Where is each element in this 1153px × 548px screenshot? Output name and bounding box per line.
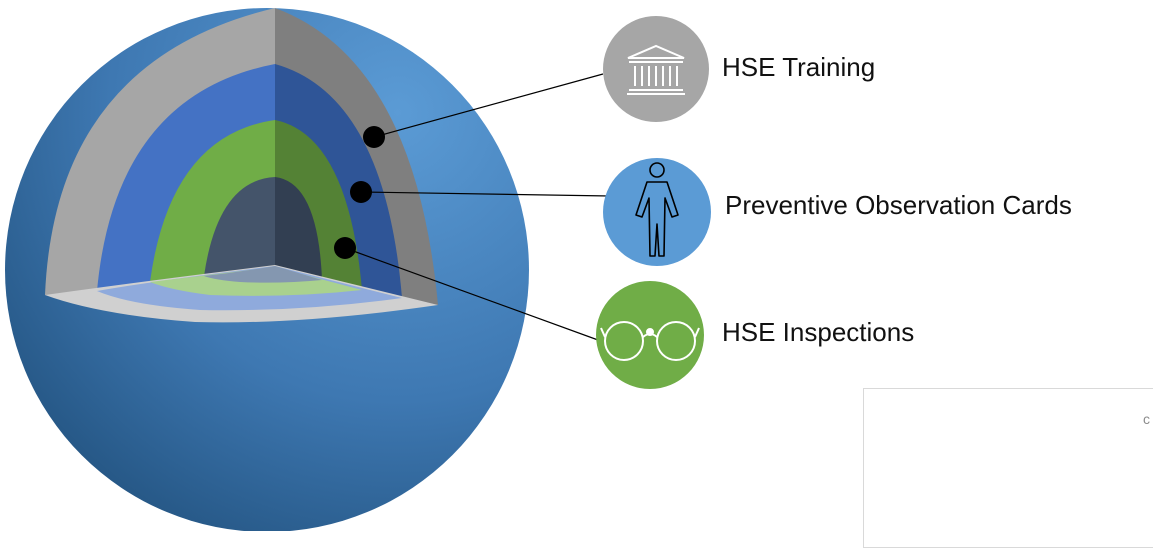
connector-training xyxy=(373,73,604,138)
cut-floor-core xyxy=(204,266,322,283)
connector-observation xyxy=(360,191,611,197)
person-icon xyxy=(635,162,679,257)
marker-dot-inspection xyxy=(334,237,356,259)
museum-building-icon xyxy=(627,44,685,95)
label-preventive-observation-cards: Preventive Observation Cards xyxy=(725,190,1072,220)
inspection-icon-badge xyxy=(596,281,704,389)
layered-sphere-diagram xyxy=(5,8,711,531)
marker-dot-training xyxy=(363,126,385,148)
connector-inspection xyxy=(344,247,599,341)
observation-icon-badge xyxy=(603,158,711,266)
core-left xyxy=(204,177,275,276)
corner-panel xyxy=(863,388,1153,548)
marker-dot-observation xyxy=(350,181,372,203)
training-icon-badge xyxy=(603,16,709,122)
cutaway xyxy=(45,8,438,323)
core-right xyxy=(275,177,322,280)
label-hse-inspections: HSE Inspections xyxy=(722,317,915,347)
label-hse-training: HSE Training xyxy=(722,52,876,82)
glasses-icon xyxy=(600,321,700,361)
corner-panel-text: c xyxy=(1143,411,1150,427)
